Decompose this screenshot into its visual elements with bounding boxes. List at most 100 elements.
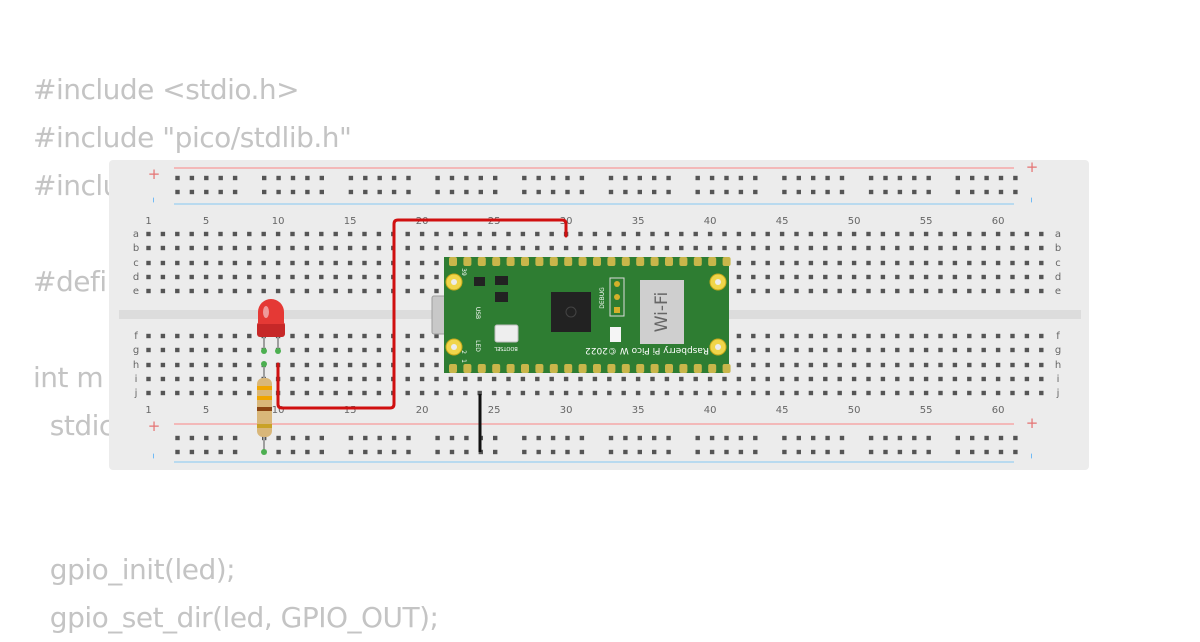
rail-top-plus-right: + — [1026, 158, 1039, 176]
breadboard-hole — [376, 390, 382, 396]
breadboard-hole — [175, 347, 180, 353]
breadboard-hole — [923, 231, 929, 237]
rail-hole — [970, 175, 975, 181]
pico-edge-pads — [449, 257, 731, 373]
rail-hole — [522, 189, 527, 195]
breadboard-hole — [203, 347, 209, 353]
breadboard-hole — [189, 333, 194, 339]
breadboard-hole — [650, 376, 655, 382]
row-letter-right: e — [1055, 286, 1061, 297]
breadboard-hole — [981, 333, 986, 339]
breadboard-hole — [1010, 347, 1015, 353]
breadboard-hole — [866, 347, 871, 353]
breadboard-hole — [535, 390, 540, 396]
breadboard-hole — [808, 245, 814, 251]
rail-hole — [782, 435, 787, 441]
breadboard-hole — [1039, 274, 1044, 280]
rail-hole — [319, 189, 324, 195]
breadboard-hole — [347, 347, 353, 353]
row-letter-left: h — [133, 360, 139, 371]
pad-bottom — [636, 364, 645, 373]
breadboard-hole — [736, 288, 742, 294]
rail-hole — [753, 175, 758, 181]
breadboard-hole — [621, 231, 626, 237]
breadboard-hole — [1010, 288, 1015, 294]
breadboard-hole — [362, 274, 367, 280]
breadboard-hole — [290, 288, 295, 294]
row-letter-right: h — [1055, 360, 1061, 371]
breadboard-hole — [275, 274, 281, 280]
breadboard-hole — [549, 390, 554, 396]
rail-hole — [666, 189, 671, 195]
rail-hole — [290, 449, 296, 455]
row-letter-right: i — [1057, 374, 1060, 385]
breadboard-hole — [347, 362, 353, 368]
breadboard-hole — [765, 362, 770, 368]
rail-hole — [305, 175, 310, 181]
breadboard-hole — [376, 260, 382, 266]
rail-hole — [536, 449, 541, 455]
breadboard-hole — [851, 274, 857, 280]
breadboard-hole — [419, 362, 425, 368]
breadboard-hole — [160, 333, 166, 339]
breadboard-hole — [333, 362, 338, 368]
rail-hole — [464, 435, 469, 441]
pad-bottom — [593, 364, 601, 373]
breadboard-hole — [1010, 231, 1015, 237]
rail-hole — [348, 435, 354, 441]
rail-hole — [695, 175, 700, 181]
breadboard-hole — [938, 245, 943, 251]
rail-hole — [565, 175, 570, 181]
rail-hole — [377, 449, 382, 455]
breadboard-hole — [736, 245, 742, 251]
breadboard-hole — [967, 347, 972, 353]
breadboard-hole — [232, 260, 238, 266]
led-dome — [258, 299, 284, 324]
breadboard-hole — [290, 231, 295, 237]
code-line: #include "pico/stdlib.h" — [33, 121, 352, 154]
breadboard-hole — [650, 231, 655, 237]
rail-hole — [796, 435, 801, 441]
rail-hole — [363, 449, 368, 455]
breadboard-hole — [506, 390, 511, 396]
breadboard-hole — [189, 362, 194, 368]
breadboard-hole — [679, 245, 684, 251]
breadboard-hole — [880, 288, 886, 294]
breadboard-hole — [146, 288, 151, 294]
rail-hole — [305, 189, 310, 195]
breadboard-hole — [751, 274, 756, 280]
rail-hole — [709, 189, 715, 195]
breadboard-hole — [347, 390, 353, 396]
breadboard-hole — [1010, 274, 1015, 280]
breadboard-hole — [218, 231, 223, 237]
rail-hole — [811, 449, 816, 455]
breadboard-hole — [851, 333, 857, 339]
breadboard-hole — [448, 245, 454, 251]
rail-hole — [695, 435, 700, 441]
breadboard-hole — [938, 347, 943, 353]
column-number-bottom: 10 — [272, 405, 285, 416]
debug-pin-3 — [614, 307, 620, 313]
breadboard-hole — [189, 390, 194, 396]
breadboard-hole — [232, 288, 238, 294]
rail-hole — [868, 449, 874, 455]
rail-hole — [868, 175, 874, 181]
breadboard-hole — [333, 245, 338, 251]
pad-bottom — [463, 364, 472, 373]
breadboard-hole — [146, 347, 151, 353]
rail-hole — [363, 435, 368, 441]
breadboard-hole — [419, 376, 425, 382]
breadboard-hole — [808, 376, 814, 382]
breadboard-hole — [952, 376, 958, 382]
breadboard-hole — [347, 245, 353, 251]
rail-hole — [825, 189, 830, 195]
pad-bottom — [535, 364, 544, 373]
breadboard-hole — [1024, 390, 1030, 396]
rail-hole — [839, 435, 845, 441]
breadboard-hole — [520, 245, 526, 251]
breadboard-hole — [1024, 288, 1030, 294]
rail-hole — [796, 189, 801, 195]
rail-hole — [290, 435, 296, 441]
rail-hole — [305, 449, 310, 455]
breadboard-hole — [491, 376, 497, 382]
